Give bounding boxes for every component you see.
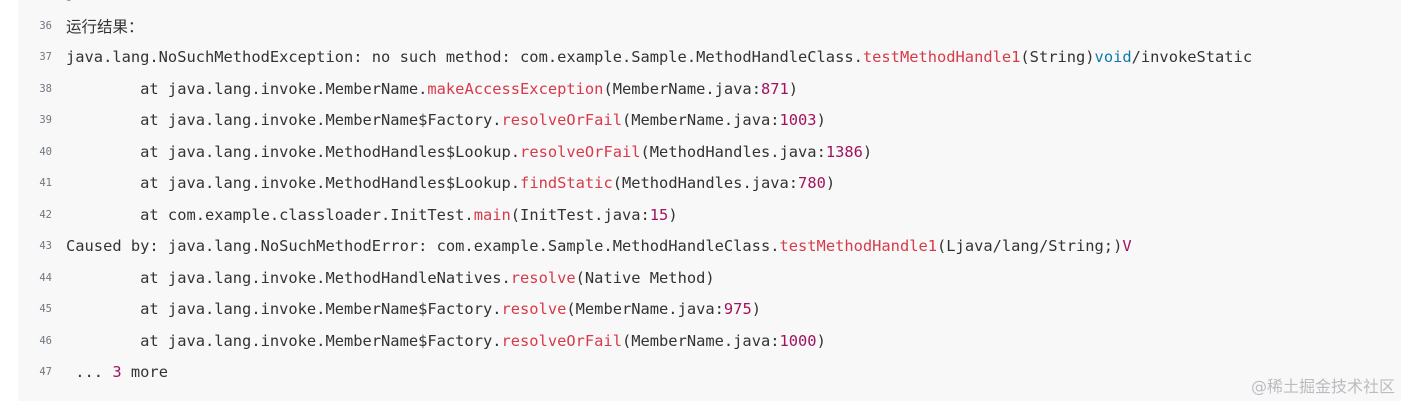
code-line: 37 java.lang.NoSuchMethodException: no su…: [18, 42, 1401, 74]
text-token: (Native Method): [575, 268, 715, 287]
code-line: 46 at java.lang.invoke.MemberName$Factor…: [18, 325, 1401, 357]
text-token: Caused by: java.lang.NoSuchMethodError: …: [66, 237, 780, 256]
code-line: 42 at com.example.classloader.InitTest.m…: [18, 199, 1401, 231]
code-text: at java.lang.invoke.MethodHandles$Lookup…: [66, 143, 872, 161]
code-text: java.lang.NoSuchMethodException: no such…: [66, 48, 1252, 66]
text-token: at java.lang.invoke.MemberName$Factory.: [66, 331, 502, 350]
text-token: (Ljava/lang/String;): [937, 237, 1123, 256]
number-token: 1003: [779, 111, 817, 130]
number-token: 871: [760, 79, 789, 98]
text-token: at java.lang.invoke.MethodHandles$Lookup…: [66, 142, 521, 161]
text-token: more: [121, 363, 168, 382]
number-token: 1386: [825, 142, 863, 161]
line-number: 43: [39, 240, 52, 253]
code-text: at java.lang.invoke.MethodHandles$Lookup…: [66, 174, 835, 192]
text-token: at java.lang.invoke.MemberName$Factory.: [66, 300, 502, 319]
method-token: resolveOrFail: [501, 111, 622, 130]
code-block: j 36 运行结果： 37 java.lang.NoSuchMethodExcepti…: [18, 0, 1401, 401]
line-number: 45: [39, 303, 52, 316]
text-token: ): [788, 79, 799, 98]
code-text: at com.example.classloader.InitTest.main…: [66, 205, 678, 224]
text-token: at java.lang.invoke.MemberName$Factory.: [66, 111, 502, 130]
text-token: (MemberName.java:: [603, 79, 761, 98]
line-number: 44: [39, 271, 52, 284]
text-token: /invokeStatic: [1131, 48, 1253, 67]
code-text: at java.lang.invoke.MemberName$Factory.r…: [66, 332, 826, 350]
text-token: (MemberName.java:: [566, 300, 724, 319]
code-text: at java.lang.invoke.MemberName$Factory.r…: [66, 300, 761, 318]
code-line: 43 Caused by: java.lang.NoSuchMethodError…: [18, 231, 1401, 263]
text-token: ): [816, 331, 826, 350]
previous-line-fragment: j: [66, 0, 74, 2]
text-token: (MethodHandles.java:: [640, 142, 826, 161]
watermark: @稀土掘金技术社区: [1250, 377, 1395, 396]
code-text: at java.lang.invoke.MethodHandleNatives.…: [66, 269, 715, 287]
number-token: 975: [723, 300, 752, 319]
method-token: resolve: [510, 268, 576, 287]
text-token: at java.lang.invoke.MethodHandles$Lookup…: [66, 174, 521, 193]
line-number: 41: [39, 177, 52, 190]
number-token: 15: [649, 205, 669, 224]
code-line: 41 at java.lang.invoke.MethodHandles$Loo…: [18, 168, 1401, 200]
method-token: resolve: [501, 300, 567, 319]
text-token: (MemberName.java:: [621, 111, 780, 130]
code-line: 44 at java.lang.invoke.MethodHandleNativ…: [18, 262, 1401, 294]
number-token: 3: [112, 363, 122, 382]
code-line: 38 at java.lang.invoke.MemberName.makeAc…: [18, 73, 1401, 105]
line-number: 36: [39, 19, 52, 32]
method-token: findStatic: [520, 174, 613, 193]
number-token: 1000: [779, 331, 817, 350]
text-token: ): [668, 205, 678, 224]
code-text: at java.lang.invoke.MemberName$Factory.r…: [66, 111, 826, 129]
text-token: ): [862, 142, 873, 161]
code-line: 40 at java.lang.invoke.MethodHandles$Loo…: [18, 136, 1401, 168]
line-number: 46: [39, 334, 52, 347]
code-line: 36 运行结果：: [18, 10, 1401, 42]
number-token: 780: [798, 174, 826, 193]
text-token: ): [825, 174, 836, 193]
text-token: 运行结果：: [66, 17, 144, 36]
text-token: ): [751, 300, 761, 319]
text-token: at com.example.classloader.InitTest.: [66, 205, 474, 224]
line-number: 37: [39, 51, 52, 64]
method-token: main: [473, 205, 511, 224]
code-text: Caused by: java.lang.NoSuchMethodError: …: [66, 237, 1132, 255]
text-token: ...: [66, 363, 113, 382]
code-text: at java.lang.invoke.MemberName.makeAcces…: [66, 80, 798, 98]
method-token: resolveOrFail: [520, 142, 641, 161]
text-token: at java.lang.invoke.MethodHandleNatives.: [66, 268, 511, 287]
text-token: at java.lang.invoke.MemberName.: [66, 79, 428, 98]
text-token: (String): [1020, 48, 1095, 67]
line-number: 40: [39, 145, 52, 158]
line-number: 38: [39, 82, 52, 95]
text-token: ): [816, 111, 826, 130]
text-token: (MemberName.java:: [621, 331, 780, 350]
method-token: testMethodHandle1: [779, 237, 938, 256]
keyword-token: void: [1094, 48, 1132, 67]
code-line: 47 ... 3 more: [18, 357, 1401, 389]
code-line: 45 at java.lang.invoke.MemberName$Factor…: [18, 294, 1401, 326]
text-token: (InitTest.java:: [510, 205, 650, 224]
number-token: V: [1122, 237, 1132, 256]
code-text: ... 3 more: [66, 363, 168, 381]
method-token: makeAccessException: [427, 79, 604, 98]
code-text: 运行结果：: [66, 15, 144, 37]
line-number: 39: [39, 114, 52, 127]
text-token: (MethodHandles.java:: [612, 174, 799, 193]
method-token: testMethodHandle1: [862, 48, 1021, 67]
line-number: 42: [39, 208, 52, 221]
text-token: java.lang.NoSuchMethodException: no such…: [66, 48, 863, 67]
line-number: 47: [39, 366, 52, 379]
code-line: 39 at java.lang.invoke.MemberName$Factor…: [18, 105, 1401, 137]
method-token: resolveOrFail: [501, 331, 622, 350]
